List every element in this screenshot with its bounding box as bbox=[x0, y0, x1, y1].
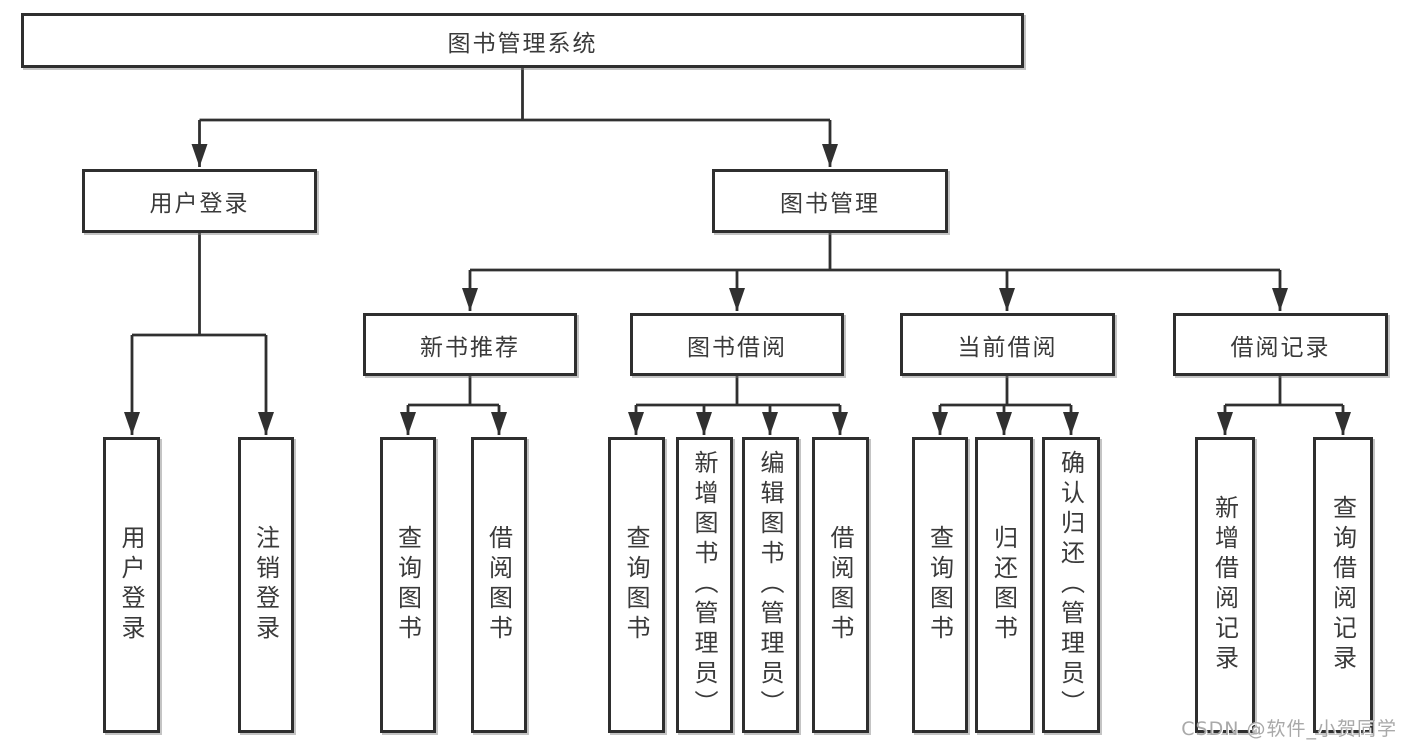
node-new-book-recommend: 新书推荐 bbox=[363, 313, 577, 376]
leaf-query-books-current: 查询图书 bbox=[912, 437, 968, 733]
leaf-add-borrow-record: 新增借阅记录 bbox=[1195, 437, 1255, 733]
leaf-add-books-admin: 新增图书（管理员） bbox=[676, 437, 733, 733]
leaf-logout: 注销登录 bbox=[238, 437, 294, 733]
node-library-management-system: 图书管理系统 bbox=[21, 13, 1024, 68]
leaf-query-books-borrow: 查询图书 bbox=[608, 437, 665, 733]
node-user-login: 用户登录 bbox=[82, 169, 317, 233]
leaf-edit-books-admin: 编辑图书（管理员） bbox=[742, 437, 799, 733]
leaf-confirm-return-admin: 确认归还（管理员） bbox=[1042, 437, 1100, 733]
leaf-return-books: 归还图书 bbox=[975, 437, 1033, 733]
node-book-management: 图书管理 bbox=[712, 169, 948, 233]
leaf-user-login: 用户登录 bbox=[103, 437, 160, 733]
leaf-query-books-newbook: 查询图书 bbox=[380, 437, 436, 733]
leaf-borrow-books-newbook: 借阅图书 bbox=[471, 437, 527, 733]
leaf-query-borrow-record: 查询借阅记录 bbox=[1313, 437, 1373, 733]
csdn-watermark: CSDN @软件_小贺同学 bbox=[1181, 718, 1397, 740]
node-current-borrow: 当前借阅 bbox=[900, 313, 1115, 376]
node-borrow-records: 借阅记录 bbox=[1173, 313, 1388, 376]
leaf-borrow-books: 借阅图书 bbox=[812, 437, 869, 733]
node-book-borrow: 图书借阅 bbox=[630, 313, 844, 376]
